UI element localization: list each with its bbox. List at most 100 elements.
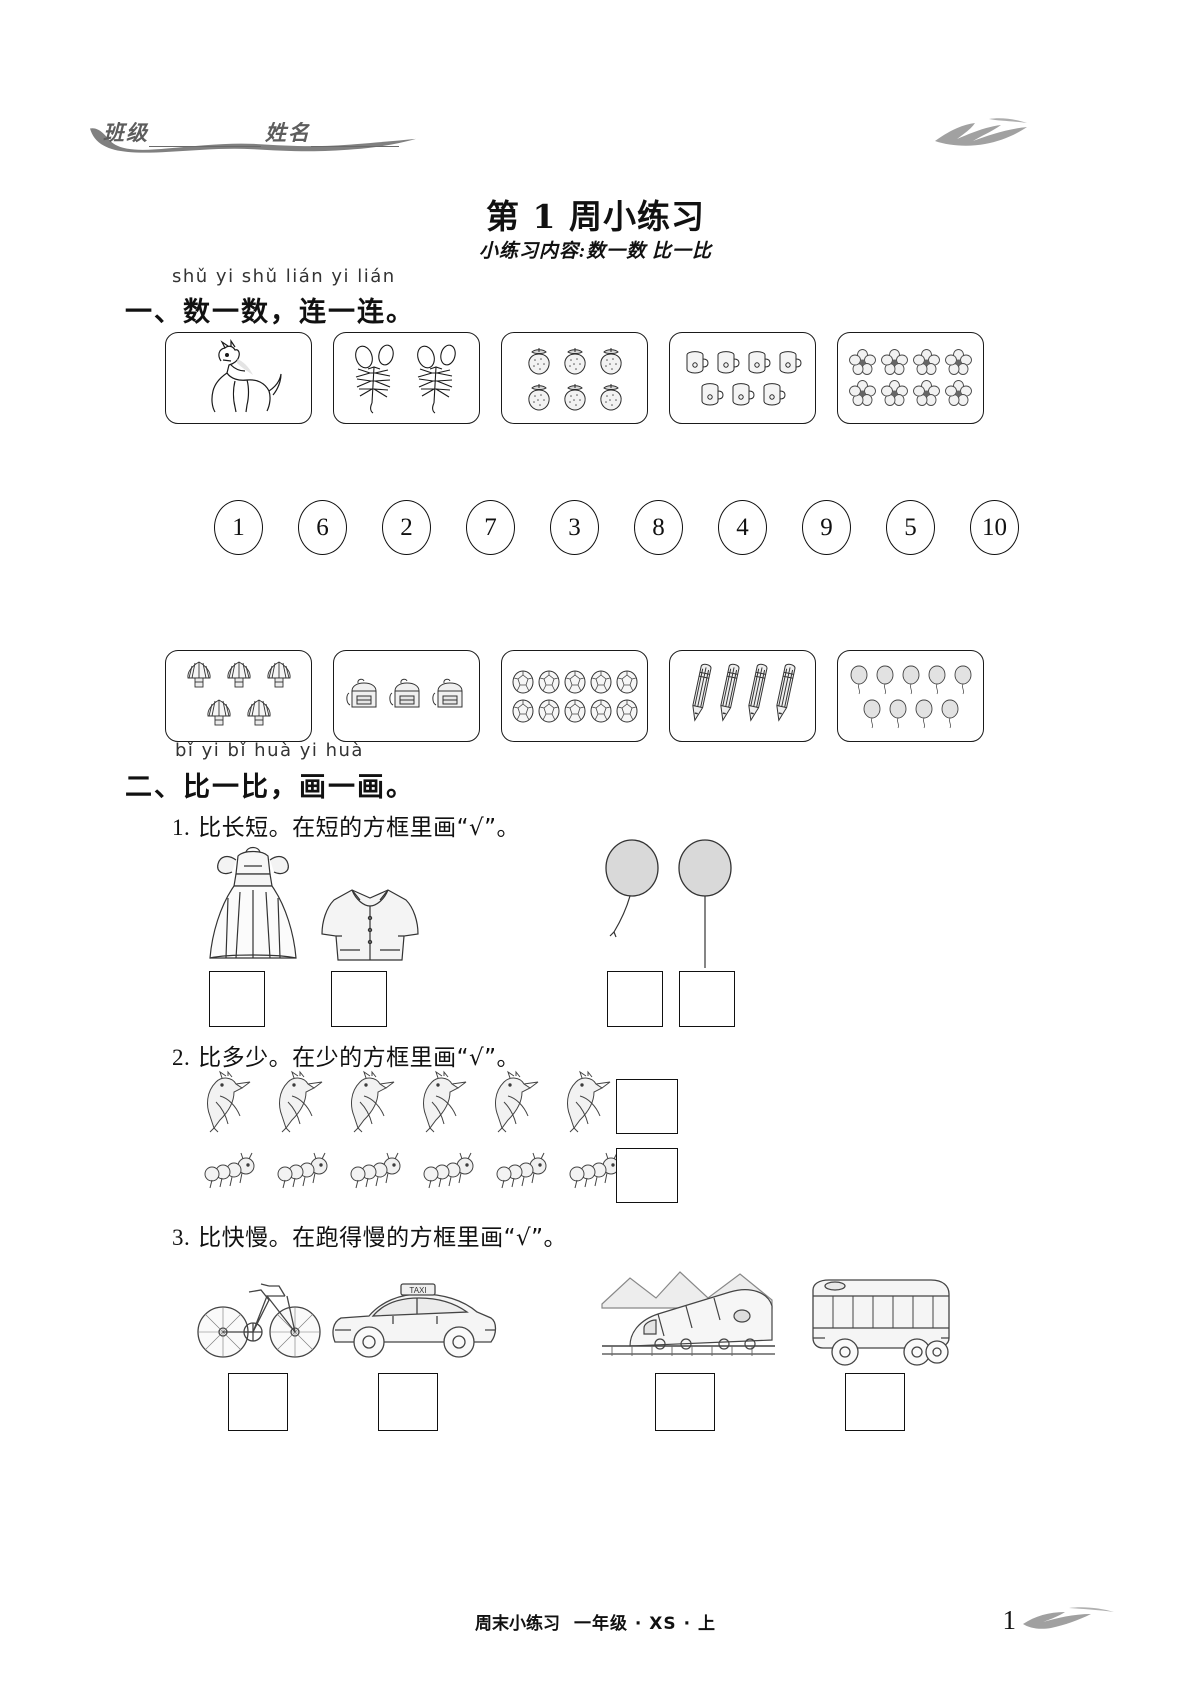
count-card-mug[interactable]: [669, 332, 816, 424]
page-header: 班级 姓名: [0, 95, 1191, 165]
footer-ink-brush-icon: [1023, 1607, 1114, 1629]
soccer-ball-icon: [538, 670, 559, 693]
count-card-soccer-ball[interactable]: [501, 650, 648, 742]
page-title: 第 1 周小练习: [486, 197, 705, 236]
strawberry-icon: [527, 384, 550, 411]
soccer-ball-icon: [538, 699, 559, 722]
section2-heading: 二、比一比，画一画。: [125, 772, 415, 803]
question-1: 1. 比长短。在短的方框里画“√”。: [172, 808, 520, 842]
bird-icon: [351, 1070, 395, 1133]
answer-box-q3-bicycle[interactable]: [228, 1373, 288, 1431]
answer-box-q3-taxi[interactable]: [378, 1373, 438, 1431]
bird-row: [198, 1070, 626, 1134]
shuttlecock-icon: [266, 661, 291, 688]
number-circle-4[interactable]: 4: [718, 500, 767, 555]
bird-icon: [495, 1070, 539, 1133]
answer-box-q1-jacket[interactable]: [331, 971, 387, 1027]
count-card-strawberry[interactable]: [501, 332, 648, 424]
pencil-icon: [747, 663, 767, 722]
answer-box-q3-train[interactable]: [655, 1373, 715, 1431]
jacket-icon: [321, 889, 419, 961]
number-circle-2[interactable]: 2: [382, 500, 431, 555]
mug-icon: [701, 383, 724, 406]
strawberry-icon: [563, 348, 586, 375]
flower-icon: [849, 380, 876, 406]
balloon-short-string-icon: [613, 895, 631, 933]
taxi-icon: TAXI: [332, 1283, 497, 1358]
flower-icon: [881, 349, 908, 375]
mug-icon: [717, 351, 740, 374]
soccer-ball-icon: [512, 670, 533, 693]
answer-box-q1-dress[interactable]: [209, 971, 265, 1027]
strawberry-icon: [599, 384, 622, 411]
bird-icon: [207, 1070, 251, 1133]
number-circle-10[interactable]: 10: [970, 500, 1019, 555]
name-input-line[interactable]: [311, 146, 399, 147]
soccer-ball-icon: [564, 670, 585, 693]
flower-icon: [913, 380, 940, 406]
section1-heading: 一、数一数，连一连。: [125, 297, 415, 328]
soccer-ball-icon: [590, 670, 611, 693]
class-label: 班级: [103, 121, 149, 145]
number-circle-7[interactable]: 7: [466, 500, 515, 555]
bicycle-icon: [197, 1283, 321, 1358]
class-field[interactable]: 班级: [103, 117, 261, 147]
answer-box-q3-bus[interactable]: [845, 1373, 905, 1431]
corner-ink-brush-icon: [935, 118, 1027, 146]
train-icon: [601, 1271, 775, 1356]
shuttlecock-icon: [226, 661, 251, 688]
balloon-icon: [876, 665, 893, 695]
count-card-flower[interactable]: [837, 332, 984, 424]
question-2-number: 2.: [172, 1045, 191, 1070]
number-circle-3[interactable]: 3: [550, 500, 599, 555]
strawberry-icon: [599, 348, 622, 375]
mug-icon: [763, 383, 786, 406]
scorpion-icon: [416, 344, 456, 414]
shuttlecock-icon: [246, 699, 271, 726]
soccer-ball-icon: [590, 699, 611, 722]
mug-icon: [779, 351, 802, 374]
count-card-pencil[interactable]: [669, 650, 816, 742]
section1-pinyin: shǔ yi shǔ lián yi lián: [172, 266, 396, 287]
balloon-icon: [954, 665, 971, 695]
caterpillar-icon: [204, 1152, 255, 1189]
number-circle-8[interactable]: 8: [634, 500, 683, 555]
answer-box-q1-balloon-right[interactable]: [679, 971, 735, 1027]
question-1-text: 比长短。在短的方框里画“√”。: [198, 815, 521, 841]
count-card-balloon[interactable]: [837, 650, 984, 742]
backpack-icon: [388, 678, 419, 708]
answer-box-q2-birds[interactable]: [616, 1079, 678, 1134]
shuttlecock-icon: [206, 699, 231, 726]
number-circle-9[interactable]: 9: [802, 500, 851, 555]
pencil-icon: [691, 663, 711, 722]
mug-icon: [732, 383, 755, 406]
page-number: 1: [1002, 1605, 1017, 1635]
bird-icon: [567, 1070, 611, 1133]
balloon-icon: [889, 699, 906, 729]
question-2: 2. 比多少。在少的方框里画“√”。: [172, 1038, 520, 1072]
bus-icon: [812, 1279, 950, 1366]
count-card-shuttlecock[interactable]: [165, 650, 312, 742]
number-circle-1[interactable]: 1: [214, 500, 263, 555]
class-input-line[interactable]: [149, 146, 261, 147]
count-card-horse[interactable]: [165, 332, 312, 424]
count-card-scorpion[interactable]: [333, 332, 480, 424]
name-label: 姓名: [265, 121, 311, 145]
svg-text:TAXI: TAXI: [409, 1286, 426, 1295]
balloon-icon: [928, 665, 945, 695]
answer-box-q2-caterpillars[interactable]: [616, 1148, 678, 1203]
balloon-icon: [850, 665, 867, 695]
name-field[interactable]: 姓名: [265, 117, 399, 147]
footer-left-text: 周末小练习: [475, 1614, 561, 1634]
number-circle-5[interactable]: 5: [886, 500, 935, 555]
caterpillar-icon: [423, 1152, 474, 1189]
answer-box-q1-balloon-left[interactable]: [607, 971, 663, 1027]
bird-icon: [423, 1070, 467, 1133]
question-3-number: 3.: [172, 1225, 191, 1250]
soccer-ball-icon: [616, 699, 637, 722]
number-circle-6[interactable]: 6: [298, 500, 347, 555]
shuttlecock-icon: [186, 661, 211, 688]
count-card-backpack[interactable]: [333, 650, 480, 742]
backpack-icon: [431, 678, 462, 708]
